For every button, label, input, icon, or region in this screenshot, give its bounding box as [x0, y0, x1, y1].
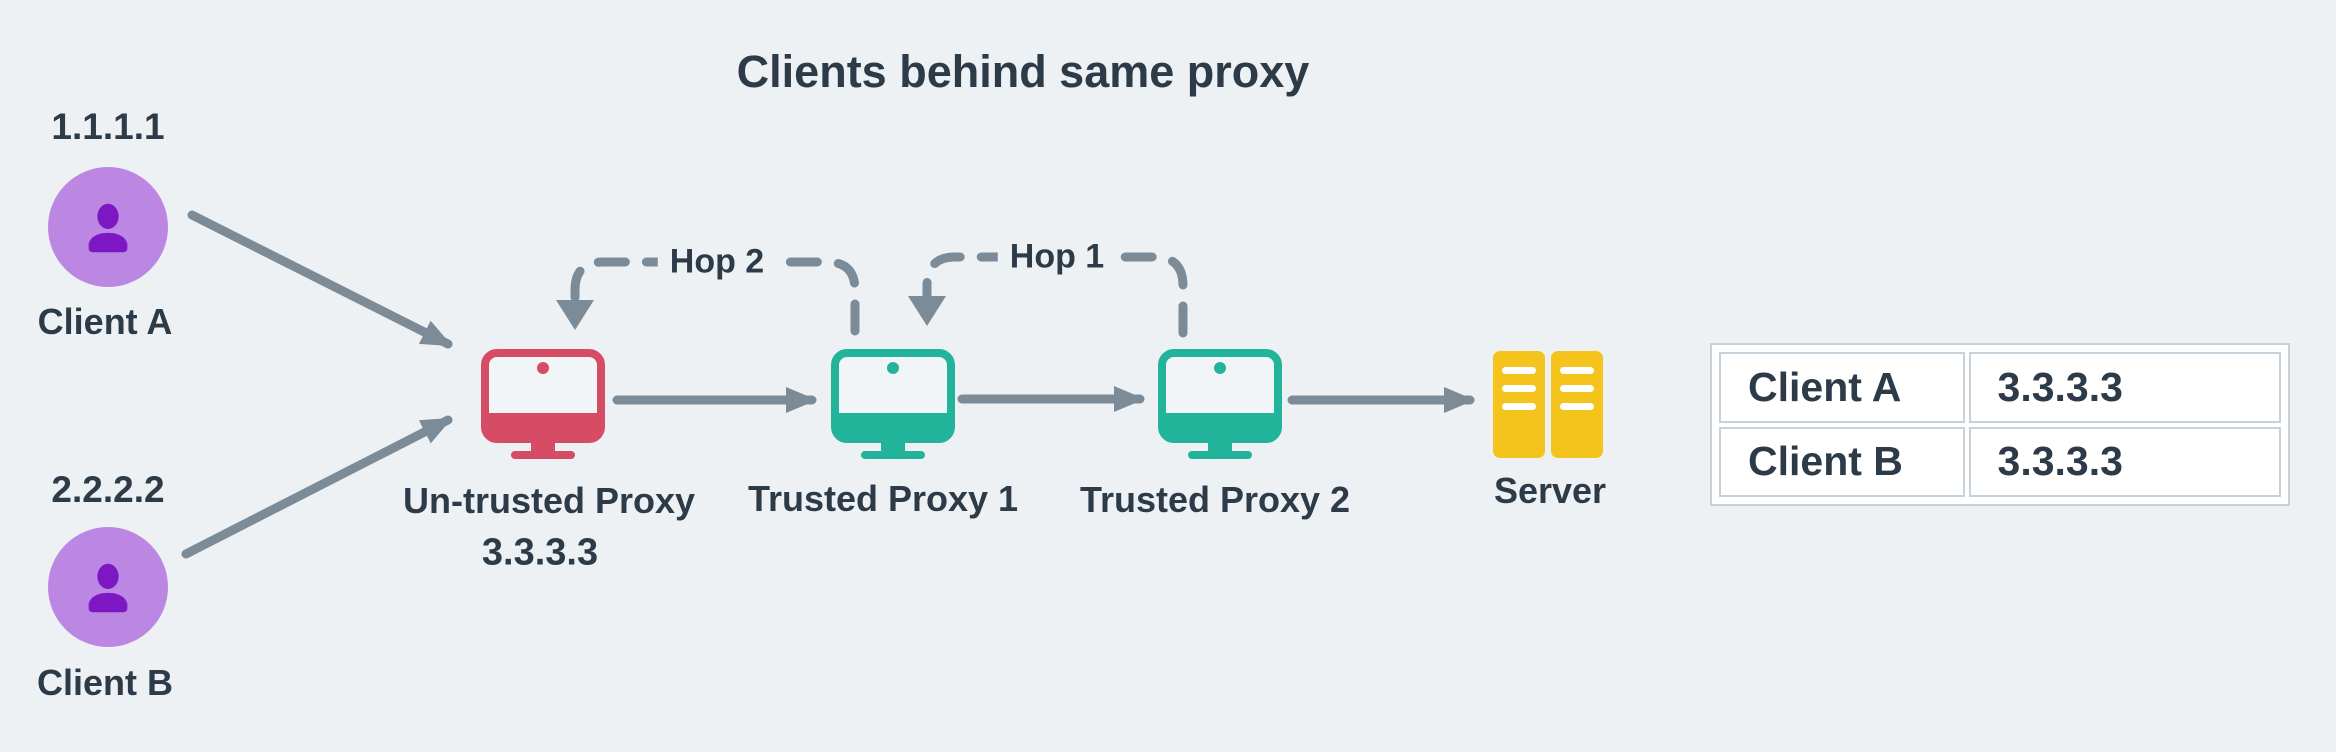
monitor-icon	[1158, 349, 1282, 459]
table-row: Client A 3.3.3.3	[1719, 352, 2281, 423]
server-icon	[1493, 351, 1603, 458]
trusted-proxy-1-node	[831, 349, 955, 464]
untrusted-proxy-node	[481, 349, 605, 464]
client-ip-table: Client A 3.3.3.3 Client B 3.3.3.3	[1710, 343, 2290, 506]
server-label: Server	[1493, 470, 1607, 511]
hop1-arrowhead-icon	[908, 296, 946, 326]
client-a-avatar	[48, 167, 168, 287]
diagram-title: Clients behind same proxy	[736, 46, 1310, 97]
table-cell-ip: 3.3.3.3	[1968, 352, 2281, 423]
trusted-proxy-2-label: Trusted Proxy 2	[1079, 479, 1351, 520]
hop1-label: Hop 1	[997, 235, 1117, 279]
arrow-client-b-to-untrusted	[181, 415, 453, 559]
table-cell-ip: 3.3.3.3	[1968, 426, 2281, 497]
trusted-proxy-1-label: Trusted Proxy 1	[747, 478, 1019, 519]
user-icon	[88, 203, 128, 253]
monitor-icon	[481, 349, 605, 459]
table-cell-client: Client A	[1719, 352, 1965, 423]
table-cell-client: Client B	[1719, 426, 1965, 497]
untrusted-proxy-label: Un-trusted Proxy	[402, 480, 696, 521]
hop2-arrowhead-icon	[556, 300, 594, 330]
client-b-label: Client B	[36, 662, 174, 703]
table-row: Client B 3.3.3.3	[1719, 426, 2281, 497]
trusted-proxy-2-node	[1158, 349, 1282, 464]
monitor-icon	[831, 349, 955, 459]
client-a-label: Client A	[37, 301, 173, 342]
client-b-avatar	[48, 527, 168, 647]
hop2-label: Hop 2	[657, 240, 777, 284]
arrow-client-a-to-untrusted	[187, 210, 453, 349]
server-node	[1493, 351, 1603, 463]
untrusted-proxy-ip: 3.3.3.3	[481, 531, 599, 574]
client-b-ip: 2.2.2.2	[51, 469, 165, 510]
client-a-ip: 1.1.1.1	[51, 106, 165, 147]
user-icon	[88, 563, 128, 613]
